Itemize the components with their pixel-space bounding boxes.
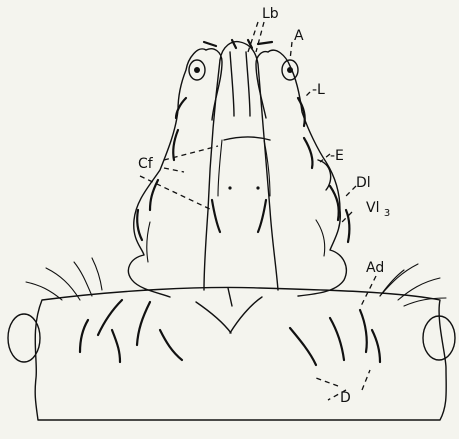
label-lb: Lb — [262, 6, 279, 22]
label-l: -L — [312, 82, 325, 98]
label-dl: Dl — [356, 175, 371, 191]
label-vl3-sub: 3 — [384, 208, 390, 219]
label-a: A — [294, 28, 304, 44]
right-palp-lobe — [256, 42, 349, 296]
label-ad: Ad — [366, 260, 384, 276]
central-labium — [204, 40, 278, 290]
label-vl3-base: Vl — [366, 200, 379, 216]
label-d: D — [340, 390, 351, 406]
label-vl3: Vl 3 — [366, 200, 390, 219]
label-e: -E — [330, 148, 344, 164]
trunk-segment — [8, 258, 455, 420]
label-cf: Cf — [138, 156, 154, 172]
